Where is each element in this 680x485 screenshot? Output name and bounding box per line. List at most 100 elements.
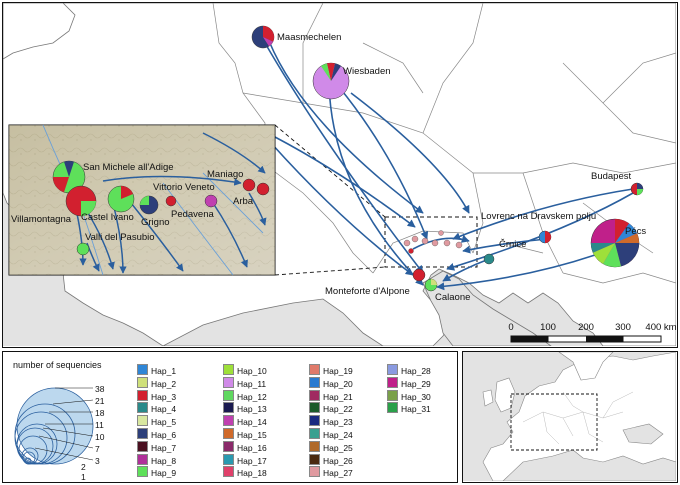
haplotype-label: Hap_12 [237, 391, 267, 402]
haplotype-label: Hap_17 [237, 455, 267, 466]
haplotype-legend-item: Hap_2 [137, 376, 176, 389]
haplotype-swatch [137, 440, 148, 452]
arrow-focus-cluster [412, 235, 470, 250]
haplotype-label: Hap_29 [401, 378, 431, 389]
size-label-38: 38 [95, 384, 105, 394]
haplotype-swatch [223, 428, 234, 439]
haplotype-legend-item: Hap_26 [309, 453, 353, 466]
haplotype-label: Hap_16 [237, 442, 267, 453]
inset-pie-arba [165, 195, 177, 207]
haplotype-legend-item: Hap_25 [309, 440, 353, 453]
haplotype-label: Hap_8 [151, 455, 177, 466]
inset-pie-san-michele [52, 160, 86, 194]
label-vittorio-veneto: Vittorio Veneto [153, 182, 215, 193]
overview-ireland [482, 389, 494, 407]
pie-calaone [424, 278, 438, 292]
haplotype-swatch [309, 402, 320, 414]
haplotype-label: Hap_15 [237, 430, 267, 440]
label-lovrenc: Lovrenc na Dravskem polju [481, 211, 596, 222]
adriatic-sea [422, 270, 553, 347]
inset-pie-vittorio [242, 178, 256, 192]
haplotype-swatch [137, 402, 148, 414]
arrow-wiesbaden-east [350, 92, 470, 214]
haplotype-legend-item: Hap_30 [387, 389, 431, 402]
haplotype-swatch [309, 440, 320, 452]
label-budapest: Budapest [591, 171, 632, 182]
pie-pecs [590, 218, 640, 268]
haplotype-legend-item: Hap_28 [387, 364, 431, 376]
haplotype-swatch [137, 364, 148, 375]
main-map-svg: Maasmechelen Wiesbaden Budapest Lovrenc … [3, 3, 677, 347]
label-villamontagna: Villamontagna [11, 214, 72, 225]
haplotype-swatch [309, 453, 320, 465]
haplotype-swatch [137, 376, 148, 388]
haplotype-label: Hap_25 [323, 442, 353, 453]
arrow-inset-east [274, 136, 416, 228]
haplotype-swatch [223, 402, 234, 414]
haplotype-swatch [137, 453, 148, 465]
arrow-budapest-southwest [446, 192, 634, 271]
haplotype-label: Hap_14 [237, 417, 267, 428]
haplotype-legend-item: Hap_29 [387, 376, 431, 389]
haplotype-label: Hap_7 [151, 442, 177, 453]
pie-monteforte [412, 268, 426, 282]
inset-pie-valli [76, 242, 90, 256]
haplotype-swatch [309, 466, 320, 478]
arrow-wiesbaden-monteforte [328, 84, 424, 286]
overview-land [482, 352, 677, 482]
migration-arrows [264, 40, 634, 291]
overview-map-svg [463, 352, 677, 482]
haplotype-swatch [387, 389, 398, 401]
inset-pie-grigno [139, 195, 159, 215]
haplotype-legend-item: Hap_16 [223, 440, 267, 453]
scale-label-400: 400 km [645, 322, 676, 333]
haplotype-legend-item: Hap_23 [309, 415, 353, 428]
arrow-maasmechelen-east [268, 40, 424, 214]
inset-pie-villamontagna [65, 185, 97, 217]
haplotype-legend-item: Hap_13 [223, 402, 267, 414]
haplotype-label: Hap_23 [323, 417, 353, 428]
arrow-budapest-west [452, 188, 634, 241]
size-label-1: 1 [81, 472, 86, 482]
legend-panel: number of sequencies 38 21 18 11 10 7 3 … [2, 351, 458, 483]
main-map-panel: Maasmechelen Wiesbaden Budapest Lovrenc … [2, 2, 678, 348]
scale-bar: 0 100 200 300 400 km [508, 322, 677, 343]
label-wiesbaden: Wiesbaden [343, 66, 391, 77]
inset-labels: San Michele all'Adige Maniago Vittorio V… [11, 162, 254, 243]
overview-study-area-box [510, 393, 598, 451]
haplotype-legend-item: Hap_7 [137, 440, 177, 453]
scale-label-300: 300 [615, 322, 631, 333]
haplotype-label: Hap_18 [237, 468, 267, 479]
haplotype-legend-item: Hap_1 [137, 364, 176, 376]
haplotype-legend-item: Hap_3 [137, 389, 176, 402]
inset-pie-castel-ivano [107, 185, 135, 213]
haplotype-label: Hap_31 [401, 404, 431, 415]
haplotype-label: Hap_4 [151, 404, 177, 415]
overview-map-panel [462, 351, 678, 483]
size-label-11: 11 [95, 420, 104, 430]
haplotype-legend-item: Hap_19 [309, 364, 353, 376]
haplotype-swatch [137, 415, 148, 427]
haplotype-legend-item: Hap_11 [223, 376, 266, 389]
size-label-10: 10 [95, 432, 105, 442]
haplotype-swatch [387, 364, 398, 375]
size-label-3: 3 [95, 456, 100, 466]
label-valli-del-pasubio: Valli del Pasubio [85, 232, 155, 243]
haplotype-legend-item: Hap_9 [137, 466, 176, 478]
haplotype-legend-item: Hap_15 [223, 428, 267, 440]
haplotype-label: Hap_21 [323, 391, 353, 402]
scale-label-100: 100 [540, 322, 556, 333]
label-crnice: Črnice [499, 239, 526, 250]
arrow-pecs-calaone [436, 254, 596, 291]
haplotype-legend-item: Hap_6 [137, 428, 176, 440]
label-arba: Arba [233, 196, 254, 207]
haplotype-label: Hap_10 [237, 366, 267, 376]
haplotype-label: Hap_19 [323, 366, 353, 376]
size-legend-graphic [14, 387, 94, 465]
haplotype-label: Hap_26 [323, 455, 353, 466]
uk-land [3, 3, 76, 60]
size-circle-7 [18, 435, 48, 465]
arrow-inset-southeast [270, 142, 414, 276]
haplotype-legend-item: Hap_10 [223, 364, 267, 376]
haplotype-swatch [223, 389, 234, 401]
